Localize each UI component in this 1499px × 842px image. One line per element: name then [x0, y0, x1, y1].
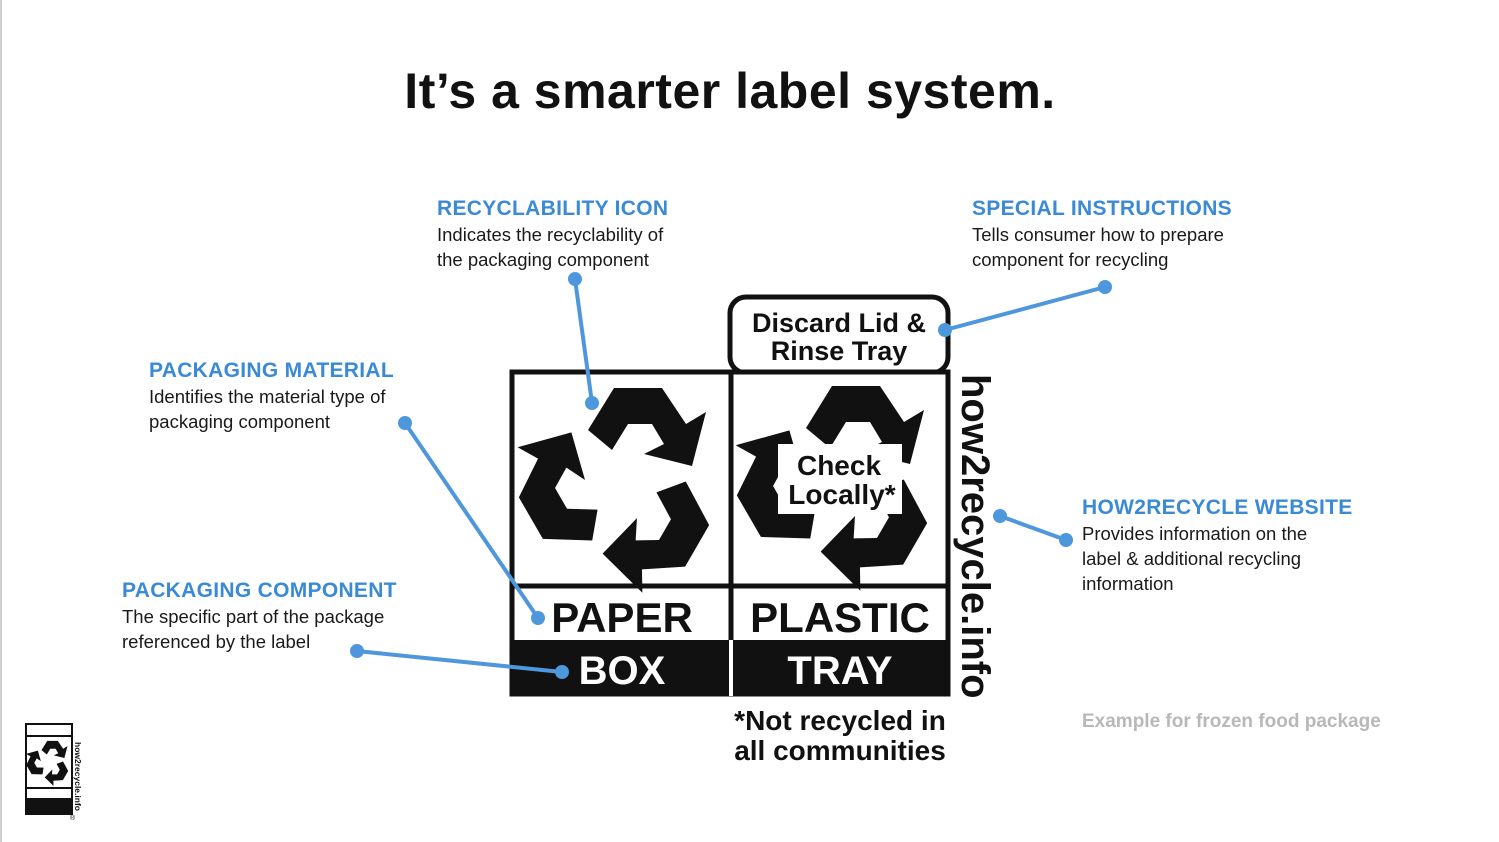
check-locally-backdrop	[778, 444, 902, 514]
callout-recyclability-icon: RECYCLABILITY ICON Indicates the recycla…	[437, 196, 777, 272]
callout-description-line: referenced by the label	[122, 631, 311, 652]
website-vertical-text: how2recycle.info	[953, 374, 997, 699]
leader-dot	[585, 396, 599, 410]
callout-description-line: the packaging component	[437, 249, 649, 270]
component-box: BOX	[579, 649, 666, 693]
material-paper: PAPER	[551, 594, 693, 641]
leader-line-material	[403, 421, 540, 620]
check-locally-recycle-icon	[735, 386, 928, 591]
leader-line-recyclability	[573, 278, 594, 404]
component-tray: TRAY	[787, 649, 893, 693]
leader-dot	[568, 272, 582, 286]
footnote-line2: all communities	[734, 735, 946, 766]
callout-packaging-component: PACKAGING COMPONENT The specific part of…	[122, 578, 502, 654]
leader-line-website	[999, 514, 1067, 542]
leader-line-instructions	[944, 285, 1106, 332]
leader-dot	[993, 509, 1007, 523]
callout-heading: SPECIAL INSTRUCTIONS	[972, 197, 1232, 220]
check-locally-line2: Locally*	[788, 479, 895, 510]
leader-dot	[398, 416, 412, 430]
how2recycle-logo-small: how2recycle.info ®	[25, 723, 83, 822]
callout-description-line: Indicates the recyclability of	[437, 224, 664, 245]
callout-packaging-material: PACKAGING MATERIAL Identifies the materi…	[149, 358, 489, 434]
callout-description-line: label & additional recycling	[1082, 548, 1302, 569]
callout-special-instructions: SPECIAL INSTRUCTIONS Tells consumer how …	[972, 196, 1312, 272]
instruction-text-line1: Discard Lid &	[752, 308, 926, 338]
footnote-line1: *Not recycled in	[734, 705, 946, 736]
leader-lines	[350, 272, 1112, 679]
callout-how2recycle-website: HOW2RECYCLE WEBSITE Provides information…	[1082, 495, 1422, 596]
leader-dot	[1098, 280, 1112, 294]
callout-description-line: information	[1082, 573, 1174, 594]
callout-heading: HOW2RECYCLE WEBSITE	[1082, 496, 1353, 519]
leader-dot	[1059, 533, 1073, 547]
leader-dot	[555, 665, 569, 679]
check-locally-line1: Check	[797, 450, 881, 481]
callout-heading: PACKAGING MATERIAL	[149, 359, 394, 382]
callout-heading: PACKAGING COMPONENT	[122, 579, 397, 602]
slide-title: It’s a smarter label system.	[404, 63, 1056, 119]
leader-line-component	[356, 649, 563, 674]
leader-dot	[531, 611, 545, 625]
recycle-icon	[517, 388, 710, 593]
slide-left-edge	[0, 0, 2, 842]
callout-description-line: Tells consumer how to prepare	[972, 224, 1224, 245]
small-logo-website: how2recycle.info	[73, 742, 83, 811]
registered-mark: ®	[70, 814, 76, 822]
leader-dot	[938, 323, 952, 337]
example-note: Example for frozen food package	[1082, 711, 1381, 732]
material-plastic: PLASTIC	[750, 594, 930, 641]
leader-dot	[350, 644, 364, 658]
callout-description-line: Identifies the material type of	[149, 386, 386, 407]
callout-description-line: The specific part of the package	[122, 606, 385, 627]
callout-description-line: component for recycling	[972, 249, 1169, 270]
instruction-text-line2: Rinse Tray	[771, 336, 908, 366]
callout-description-line: packaging component	[149, 411, 331, 432]
callout-description-line: Provides information on the	[1082, 523, 1308, 544]
callout-heading: RECYCLABILITY ICON	[437, 197, 669, 220]
